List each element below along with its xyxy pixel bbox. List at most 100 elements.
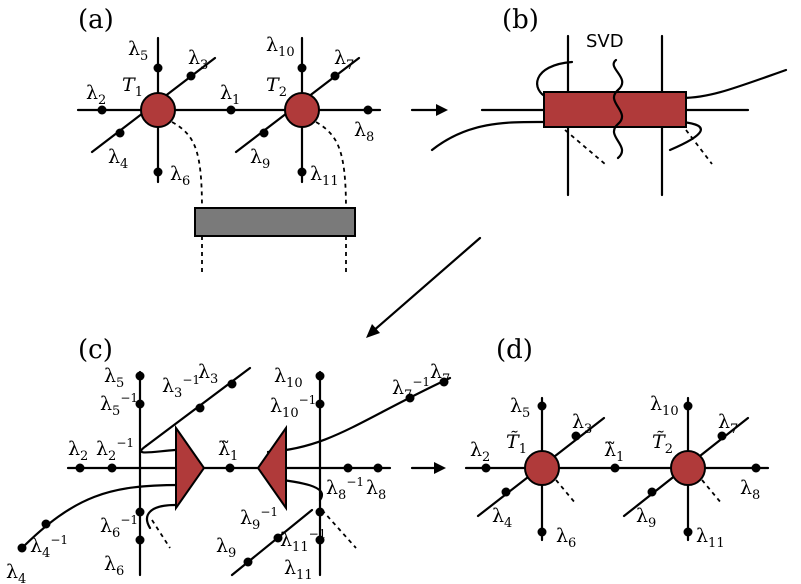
c-dotted-left xyxy=(151,519,171,549)
arrow-a-to-b xyxy=(410,104,448,116)
label-lambda6: λ6 xyxy=(170,163,190,189)
d-lambda9-dot xyxy=(647,487,657,497)
lambda4-dot xyxy=(115,128,125,138)
c-lambda11inv-dot xyxy=(315,507,325,517)
d-lambda10-dot xyxy=(683,401,693,411)
svd-cut-line xyxy=(612,58,624,160)
c-label-lambda3inv: λ3−1 xyxy=(162,373,200,401)
d-label-lambda1tilde: λ̃1 xyxy=(604,439,624,465)
c-label-lambda8: λ8 xyxy=(366,477,386,503)
c-label-lambda10inv: λ10−1 xyxy=(270,393,316,421)
c-lambda8-dot xyxy=(373,463,383,473)
c-label-lambda6inv: λ6−1 xyxy=(100,513,138,541)
c-lambda4inv-dot xyxy=(41,519,51,529)
c-lambda5-dot xyxy=(135,371,145,381)
c-lambda9inv-dot xyxy=(273,533,283,543)
label-lambda2: λ2 xyxy=(86,82,106,108)
c-label-lambda10: λ10 xyxy=(274,365,303,391)
c-lambda6-dot xyxy=(135,535,145,545)
label-lambda8: λ8 xyxy=(354,119,374,145)
c-dotted-right xyxy=(321,509,357,549)
c-label-lambda3: λ3 xyxy=(198,361,218,387)
c-lambda10inv-dot xyxy=(315,399,325,409)
d-lambda5-dot xyxy=(537,401,547,411)
c-lambda3inv-dot xyxy=(195,403,205,413)
c-label-lambda2: λ2 xyxy=(68,438,88,464)
gray-box xyxy=(194,207,356,237)
c-lambda7inv-dot xyxy=(405,393,415,403)
panel-a: (a) λ5 λ3 λ2 T1 xyxy=(76,5,382,272)
d-tensor-t1 xyxy=(524,450,560,486)
c-lambda2inv-dot xyxy=(107,463,117,473)
c-label-lambda4inv: λ4−1 xyxy=(30,533,68,561)
panel-d: (d) λ5 λ3 λ2 T̃1 λ̃1 λ4 λ6 λ10 λ7 T̃2 λ8… xyxy=(464,335,770,551)
d-label-lambda4: λ4 xyxy=(492,505,512,531)
d-dotted-right xyxy=(701,479,723,505)
lambda5-dot xyxy=(153,63,163,73)
c-lambda10-dot xyxy=(315,371,325,381)
panel-c-label: (c) xyxy=(78,335,113,365)
c-label-lambda4: λ4 xyxy=(6,561,26,584)
label-t2: T2 xyxy=(266,74,287,100)
tensor-t2 xyxy=(284,92,320,128)
c-curve-bottom-left xyxy=(18,483,182,552)
c-label-lambda2inv: λ2−1 xyxy=(96,436,134,464)
c-label-lambda5inv: λ5−1 xyxy=(100,391,138,419)
lambda9-dot xyxy=(259,128,269,138)
b-dotted-right xyxy=(685,129,713,165)
b-curve-topright xyxy=(680,68,788,100)
d-label-lambda11: λ11 xyxy=(696,525,725,551)
c-lambda3-dot xyxy=(227,379,237,389)
b-curve-lowright xyxy=(668,120,702,152)
d-label-t2tilde: T̃2 xyxy=(652,431,673,457)
d-label-lambda6: λ6 xyxy=(556,525,576,551)
d-label-lambda5: λ5 xyxy=(510,395,530,421)
panel-b-label: (b) xyxy=(502,5,539,35)
dotted-link-left xyxy=(171,121,203,211)
lambda10-dot xyxy=(297,63,307,73)
d-dotted-left xyxy=(555,479,577,505)
d-lambda1tilde-dot xyxy=(610,463,620,473)
d-lambda8-dot xyxy=(751,463,761,473)
c-lambda2-dot xyxy=(75,463,85,473)
c-label-lambda11: λ11 xyxy=(284,557,313,583)
c-lambda8inv-dot xyxy=(343,463,353,473)
d-label-lambda3: λ3 xyxy=(572,411,592,437)
label-lambda3: λ3 xyxy=(188,47,208,73)
dotted-link-right xyxy=(315,121,347,211)
c-diag-top-left-bend xyxy=(140,444,177,454)
label-t1: T1 xyxy=(122,74,143,100)
c-label-lambda6: λ6 xyxy=(104,553,124,579)
c-lambda7-dot xyxy=(439,377,449,387)
tensor-t1 xyxy=(140,92,176,128)
b-dotted-left xyxy=(564,129,606,165)
c-isometry-left xyxy=(175,424,206,512)
panel-a-label: (a) xyxy=(78,5,114,35)
arrow-b-to-c xyxy=(366,236,482,338)
d-lambda2-dot xyxy=(481,463,491,473)
d-label-t1tilde: T̃1 xyxy=(506,431,527,457)
c-label-lambda7: λ7 xyxy=(430,361,450,387)
label-lambda5: λ5 xyxy=(128,38,148,64)
c-lambda1tilde-dot xyxy=(225,463,235,473)
panel-b: (b) SVD xyxy=(430,5,788,197)
c-label-lambda11inv: λ11−1 xyxy=(280,527,326,555)
lambda8-dot xyxy=(363,105,373,115)
c-label-lambda9inv: λ9−1 xyxy=(240,505,278,533)
d-label-lambda10: λ10 xyxy=(650,393,679,419)
lambda11-dot xyxy=(297,167,307,177)
svd-label: SVD xyxy=(586,31,624,52)
d-label-lambda7: λ7 xyxy=(718,411,738,437)
lambda1-dot xyxy=(226,105,236,115)
c-label-lambda9: λ9 xyxy=(216,535,236,561)
c-label-lambda1tilde: λ̃1 xyxy=(218,438,238,464)
panel-d-label: (d) xyxy=(496,335,533,365)
arrow-c-to-d xyxy=(410,462,446,474)
c-lambda6inv-dot xyxy=(135,507,145,517)
label-lambda9: λ9 xyxy=(250,146,270,172)
c-lambda4-dot xyxy=(17,543,27,553)
c-label-lambda5: λ5 xyxy=(104,365,124,391)
label-lambda7: λ7 xyxy=(334,47,354,73)
panel-c: (c) xyxy=(6,335,452,584)
